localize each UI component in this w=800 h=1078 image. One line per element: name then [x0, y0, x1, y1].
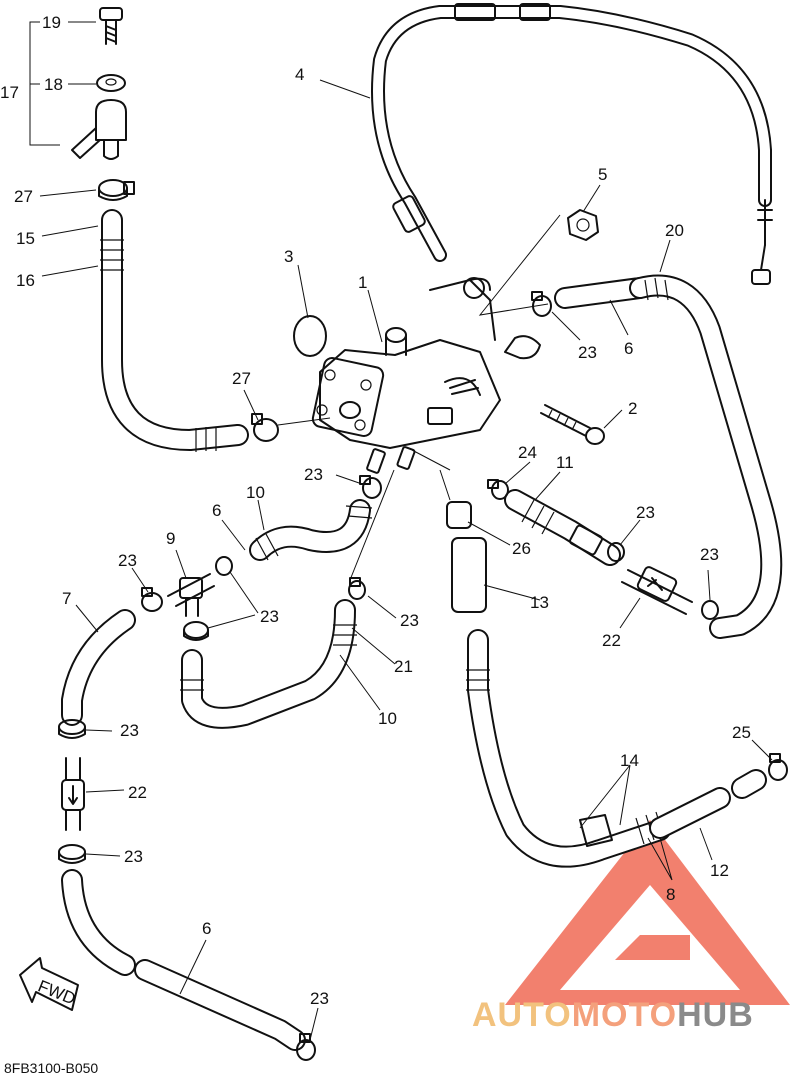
clamp-23-b [607, 542, 625, 562]
callout-1: 1 [358, 273, 367, 292]
hose-10-lower [180, 599, 357, 729]
clamp-23-e [141, 587, 163, 612]
logo-triangle-icon [505, 820, 790, 1005]
check-valve-22-upper [621, 566, 693, 615]
callout-19: 19 [42, 13, 61, 32]
callout-9: 9 [166, 529, 175, 548]
callout-23: 23 [260, 607, 279, 626]
clamp-23-a [531, 291, 552, 317]
check-valve-22-left [61, 757, 85, 831]
callout-24: 24 [518, 443, 537, 462]
callout-22: 22 [128, 783, 147, 802]
clamp-23-c [701, 600, 719, 620]
hose-14 [466, 629, 671, 868]
callout-3: 3 [284, 247, 293, 266]
o-ring-3 [293, 315, 327, 357]
logo-moto: MOTO [571, 996, 678, 1034]
hose-16 [100, 209, 249, 452]
callout-20: 20 [665, 221, 684, 240]
clamp-23-f [183, 621, 209, 641]
callout-10: 10 [246, 483, 265, 502]
callout-23: 23 [124, 847, 143, 866]
tube-13 [451, 537, 487, 613]
callout-22: 22 [602, 631, 621, 650]
logo-hub: HUB [677, 996, 754, 1034]
callout-12: 12 [710, 861, 729, 880]
callout-26: 26 [512, 539, 531, 558]
callout-17: 17 [0, 83, 19, 102]
callout-7: 7 [62, 589, 71, 608]
callout-25: 25 [732, 723, 751, 742]
callout-23: 23 [304, 465, 323, 484]
callout-23: 23 [700, 545, 719, 564]
clamp-27-top [98, 179, 135, 201]
oil-pump-1 [311, 277, 541, 474]
callout-18: 18 [44, 75, 63, 94]
logo-auto: AUTO [472, 996, 572, 1034]
callout-6: 6 [202, 919, 211, 938]
callout-10: 10 [378, 709, 397, 728]
drawing-code: 8FB3100-B050 [4, 1060, 99, 1076]
callout-23: 23 [120, 721, 139, 740]
callout-27: 27 [232, 369, 251, 388]
cap-26 [446, 501, 472, 529]
hose-10-upper [249, 499, 373, 561]
callout-23: 23 [578, 343, 597, 362]
clamp-25 [768, 753, 788, 781]
bracket-assembly [71, 7, 127, 160]
callout-23: 23 [118, 551, 137, 570]
callout-4: 4 [295, 65, 304, 84]
clamp-23-d [359, 475, 382, 499]
callout-8: 8 [666, 885, 675, 904]
clamp-23-i [58, 844, 86, 864]
callout-27: 27 [14, 187, 33, 206]
hose-7 [61, 609, 136, 726]
nut-5 [567, 209, 599, 241]
hose-20 [629, 274, 783, 639]
callout-14: 14 [620, 751, 639, 770]
callout-2: 2 [628, 399, 637, 418]
screw-2 [540, 404, 605, 445]
callout-23: 23 [400, 611, 419, 630]
hose-12 [649, 769, 767, 839]
callout-11: 11 [556, 453, 574, 472]
callout-16: 16 [16, 271, 35, 290]
callout-6: 6 [624, 339, 633, 358]
callout-13: 13 [530, 593, 549, 612]
clamp-23-h [58, 719, 86, 739]
callout-labels: 19 17 18 27 15 16 4 5 3 1 20 23 6 27 2 2… [0, 13, 751, 1008]
clamp-23-g [215, 556, 233, 576]
joint-9 [167, 573, 215, 617]
callout-21: 21 [394, 657, 413, 676]
watermark-logo: AUTOMOTOHUB [472, 996, 754, 1035]
callout-6: 6 [212, 501, 221, 520]
throttle-cable-4 [371, 3, 773, 285]
clamp-27-mid [251, 413, 279, 442]
fuel-filter-11 [487, 479, 621, 566]
forward-arrow-icon: FWD [19, 957, 79, 1011]
hose-6-lower [61, 869, 306, 1051]
hose-6-upper [554, 277, 651, 309]
callout-5: 5 [598, 165, 607, 184]
leader-lines [39, 21, 773, 1041]
callout-15: 15 [16, 229, 35, 248]
clamp-23-k [348, 577, 366, 600]
callout-23: 23 [310, 989, 329, 1008]
callout-23: 23 [636, 503, 655, 522]
